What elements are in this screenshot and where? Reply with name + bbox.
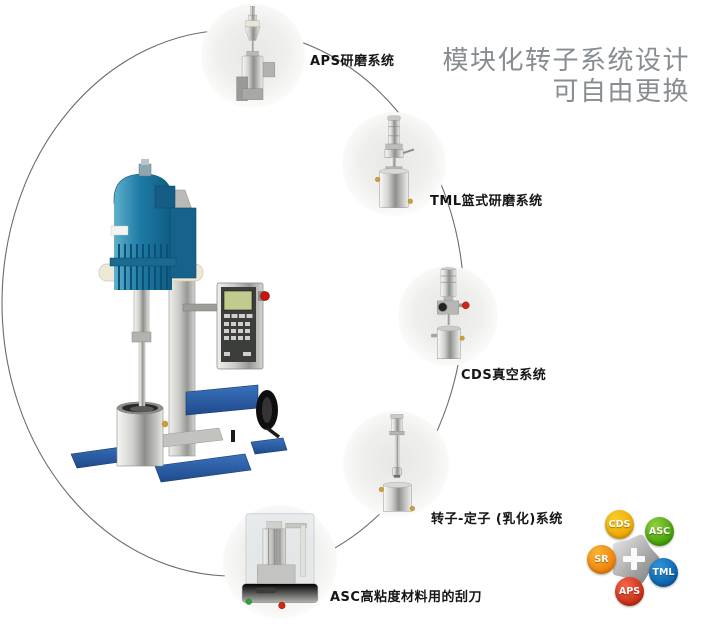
badge-aps-label: APS [618, 586, 641, 597]
tml-label: TML篮式研磨系统 [430, 194, 543, 209]
badge-sr: SR [587, 545, 616, 574]
badge-tml-label: TML [652, 567, 675, 578]
cds-label: CDS真空系统 [461, 368, 547, 383]
page-title: 模块化转子系统设计 可自由更换 [442, 46, 690, 108]
badge-asc-label: ASC [648, 526, 671, 537]
tml-basket-mill-icon [375, 115, 415, 208]
cds-vacuum-attachment-icon [431, 267, 470, 359]
cds-attachment-image [398, 266, 498, 366]
disperser-machine-photo [70, 159, 288, 483]
rotor-stator-label: 转子-定子 (乳化)系统 [431, 512, 563, 527]
aps-attachment-image [201, 4, 305, 108]
badge-tml: TML [649, 558, 678, 587]
asc-label: ASC高粘度材料用的刮刀 [330, 590, 482, 605]
rotor-stator-icon [378, 414, 415, 512]
badge-cds: CDS [605, 510, 634, 539]
asc-scraper-unit-icon [241, 513, 319, 609]
title-line-2: 可自由更换 [552, 77, 690, 107]
aps-label: APS研磨系统 [310, 54, 395, 69]
title-line-1: 模块化转子系统设计 [442, 46, 690, 76]
tml-attachment-image [342, 112, 446, 216]
rotor-stator-attachment-image [343, 411, 449, 517]
badge-sr-label: SR [594, 554, 609, 565]
badge-asc: ASC [645, 517, 674, 546]
badge-aps: APS [615, 577, 644, 606]
plus-gear-icon [612, 534, 660, 584]
asc-attachment-image [223, 505, 337, 619]
aps-grinding-attachment-icon [236, 6, 276, 101]
badge-cds-label: CDS [608, 519, 631, 530]
